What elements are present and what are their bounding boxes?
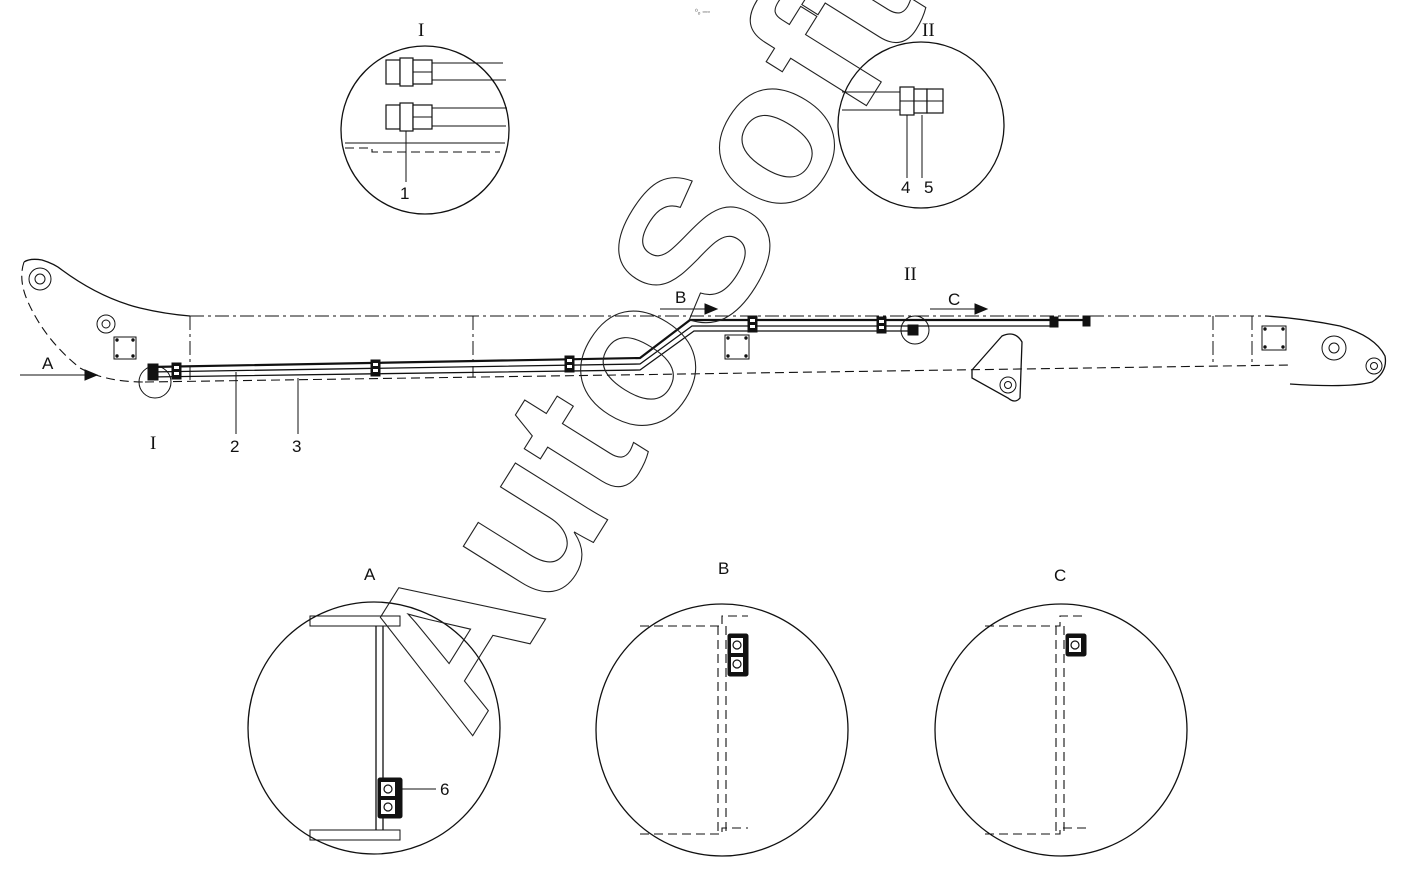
detail-I-callout: I 1 xyxy=(340,20,510,215)
detail-II-title: II xyxy=(922,20,935,41)
boom-side-view xyxy=(20,258,1387,402)
view-B-section: B xyxy=(595,559,849,857)
view-B-title: B xyxy=(718,559,729,578)
view-C-title: C xyxy=(1054,566,1066,585)
view-C-arrow-label: C xyxy=(948,290,960,309)
part-3-label: 3 xyxy=(292,437,301,456)
detail-II-marker: II xyxy=(904,264,917,285)
view-B-arrow-label: B xyxy=(675,288,686,307)
view-A-arrow-label: A xyxy=(42,354,54,373)
detail-I-title: I xyxy=(418,20,424,41)
header-note: ⁰ₒ ▫▫▫ xyxy=(695,8,710,16)
view-A-title: A xyxy=(364,565,376,584)
view-C-section: C xyxy=(934,566,1188,857)
part-1-label: 1 xyxy=(400,184,409,203)
part-2-label: 2 xyxy=(230,437,239,456)
part-5-label: 5 xyxy=(924,178,933,197)
detail-I-marker: I xyxy=(150,433,156,454)
part-6-label: 6 xyxy=(440,780,449,799)
detail-II-callout: II 4 5 xyxy=(837,20,1005,209)
part-4-label: 4 xyxy=(901,178,910,197)
view-A-section: A 6 xyxy=(247,565,501,855)
